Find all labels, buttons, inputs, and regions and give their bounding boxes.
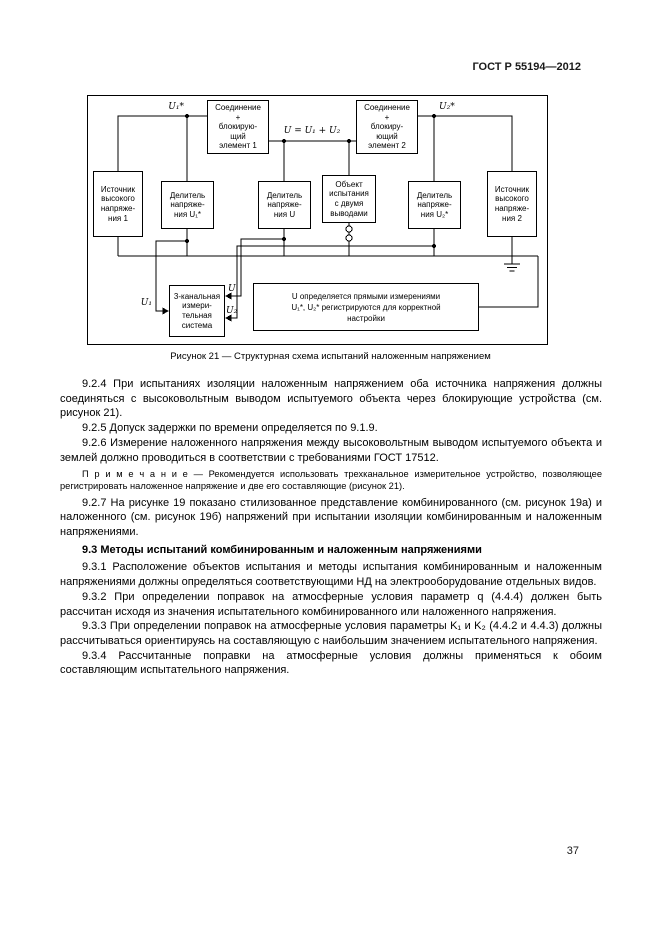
block-connection-2: Соединение + блокиру- ющий элемент 2 <box>356 100 418 154</box>
label-u-sum: U = U₁ + U₂ <box>283 126 341 136</box>
ground-icon <box>504 256 520 272</box>
paragraph-9-2-6: 9.2.6 Измерение наложенного напряжения м… <box>60 436 602 464</box>
block-divider-u2: Делитель напряже- ния U₂* <box>408 181 461 229</box>
arrow-right-icon <box>162 307 169 315</box>
arrow-icons <box>162 292 232 322</box>
paragraph-9-2-4: 9.2.4 При испытаниях изоляции наложенным… <box>60 378 602 420</box>
block-divider-u: Делитель напряже- ния U <box>258 181 311 229</box>
test-object-terminals <box>345 225 353 242</box>
note-box: U определяется прямыми измерениями U₁*, … <box>253 283 479 331</box>
label-u1: U₁ <box>140 298 152 308</box>
arrow-left-icon <box>225 292 232 300</box>
document-code-header: ГОСТ Р 55194—2012 <box>472 61 581 73</box>
label-u: U <box>228 284 236 294</box>
note-paragraph: П р и м е ч а н и е — Рекомендуется испо… <box>60 469 602 492</box>
wires <box>117 115 539 319</box>
paragraph-9-2-7: 9.2.7 На рисунке 19 показано стилизованн… <box>60 496 602 539</box>
body-text: 9.2.4 При испытаниях изоляции наложенным… <box>60 377 602 678</box>
label-u2: U₂ <box>226 306 238 316</box>
paragraph-9-3-3: 9.3.3 При определении поправок на атмосф… <box>60 620 602 647</box>
block-test-object: Объект испытания с двумя выводами <box>322 175 376 223</box>
label-u1-star: U₁* <box>168 102 184 112</box>
label-u2-star: U₂* <box>439 102 455 112</box>
paragraph-9-3-4: 9.3.4 Рассчитанные поправки на атмосферн… <box>60 649 602 677</box>
page-number: 37 <box>566 845 579 857</box>
paragraph-9-3-2: 9.3.2 При определении поправок на атмосф… <box>60 590 602 618</box>
arrow-left-icon <box>225 314 232 322</box>
block-source-2: Источник высокого напряже- ния 2 <box>487 171 537 237</box>
block-measuring-system: 3-канальная измери- тельная система <box>169 285 225 337</box>
paragraph-9-2-5: 9.2.5 Допуск задержки по времени определ… <box>82 422 378 435</box>
block-connection-1: Соединение + блокирую- щий элемент 1 <box>207 100 269 154</box>
figure-caption: Рисунок 21 — Структурная схема испытаний… <box>170 351 491 362</box>
figure-21-diagram: Соединение + блокирую- щий элемент 1 Сое… <box>87 95 548 345</box>
paragraph-9-3-1: 9.3.1 Расположение объектов испытания и … <box>60 561 602 589</box>
diagram-wiring <box>117 114 539 322</box>
block-divider-u1: Делитель напряже- ния U₁* <box>161 181 214 229</box>
node-dots <box>185 114 436 248</box>
section-heading-9-3: 9.3 Методы испытаний комбинированным и н… <box>82 543 482 556</box>
block-source-1: Источник высокого напряже- ния 1 <box>93 171 143 237</box>
